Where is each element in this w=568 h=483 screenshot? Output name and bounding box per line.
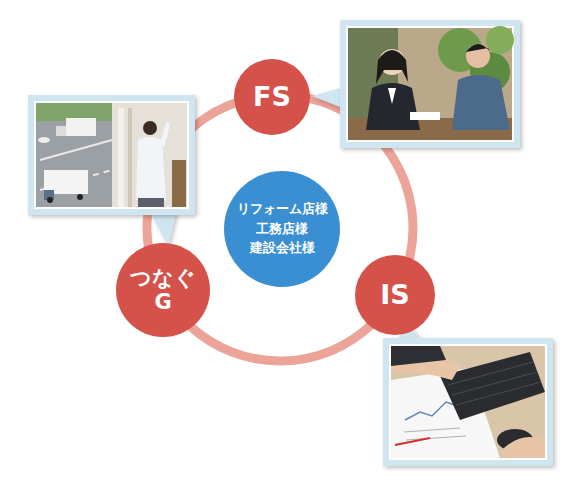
node-label: リフォーム店様 [237,202,328,216]
fs-circle: FS [234,59,310,135]
node-label: 工務店様 [256,222,308,236]
is-circle: IS [355,255,435,335]
ring-arc-line [190,325,371,361]
photo-consultation [312,20,520,148]
node-label: つなぐ G [128,266,198,314]
photo-office [383,318,553,466]
photo-construction [28,95,195,246]
node-label: FS [253,81,291,112]
node-label: 建設会社様 [250,241,315,255]
ring-arc [190,325,371,361]
node-label: IS [380,279,410,310]
tsunagu-circle: つなぐ G [116,243,210,337]
customer-circle: リフォーム店様工務店様建設会社様 [224,171,340,287]
